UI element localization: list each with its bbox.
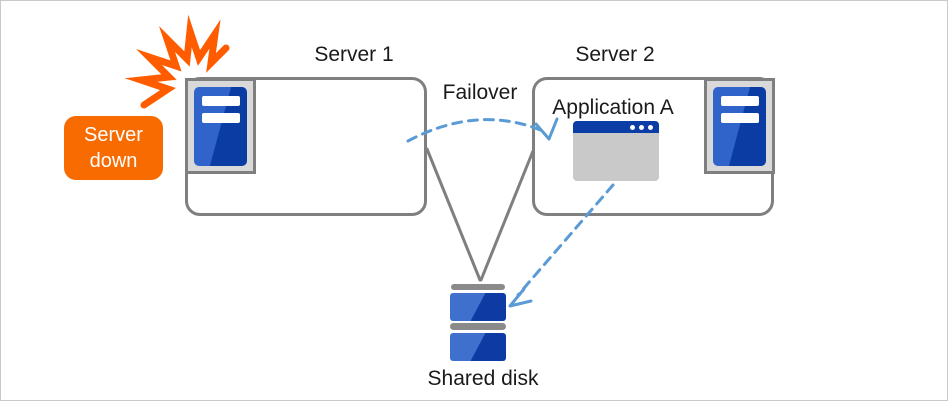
server2-label: Server 2 — [575, 43, 655, 66]
shared-disk-icon — [450, 284, 506, 361]
server-down-label-line1: Server — [84, 124, 143, 146]
failover-arrow — [406, 118, 545, 143]
app-window-icon — [573, 121, 659, 181]
disk-platter — [450, 333, 506, 361]
server-down-badge: Server down — [64, 116, 163, 180]
server-down-label-line2: down — [89, 150, 138, 172]
tower-slot — [720, 95, 759, 106]
server2-tower-icon — [704, 78, 775, 174]
application-label: Application A — [552, 96, 674, 119]
disk-divider — [450, 323, 506, 330]
disk-cap — [451, 284, 505, 290]
window-dot-icon — [630, 124, 635, 130]
server1-disk-connector — [425, 147, 482, 282]
tower-slot — [720, 112, 759, 123]
tower-slot — [201, 95, 240, 106]
window-dot-icon — [639, 124, 644, 130]
server2-disk-connector — [479, 149, 535, 282]
server-tower-body — [194, 86, 247, 166]
app-to-disk-arrowhead-icon — [508, 287, 533, 308]
shared-disk-label: Shared disk — [427, 367, 539, 390]
app-window-titlebar — [573, 121, 659, 133]
server1-label: Server 1 — [314, 43, 394, 66]
window-dot-icon — [648, 124, 653, 130]
failover-label: Failover — [442, 81, 518, 104]
disk-platter — [450, 293, 506, 321]
server-tower-body — [713, 86, 766, 166]
tower-slot — [201, 112, 240, 123]
server1-tower-icon — [185, 78, 256, 174]
